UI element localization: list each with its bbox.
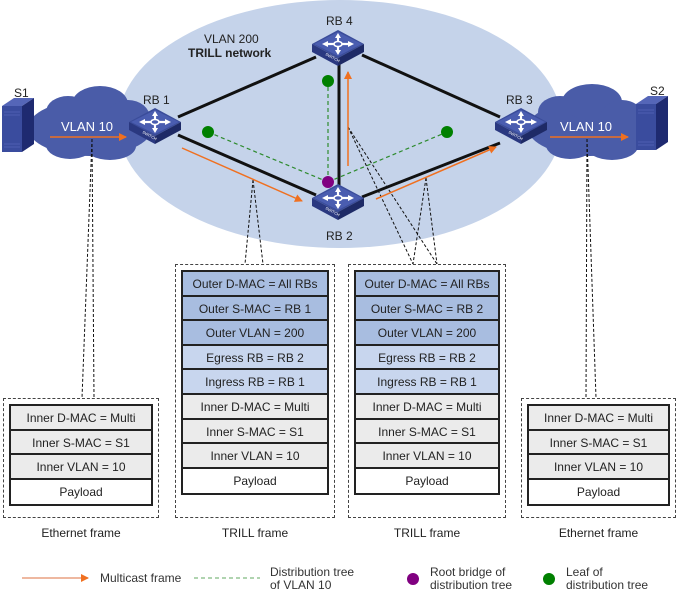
frame-row: Outer S-MAC = RB 2: [356, 296, 498, 322]
legend-root-line2: distribution tree: [430, 578, 513, 592]
frame-body: Inner D-MAC = Multi Inner S-MAC = S1 Inn…: [9, 404, 153, 507]
caption-trill-right: TRILL frame: [393, 526, 461, 540]
legend-root-line1: Root bridge of: [430, 565, 506, 579]
frame-row: Ingress RB = RB 1: [356, 370, 498, 395]
legend-leaf-dot: [543, 573, 555, 585]
cloud-right-label: VLAN 10: [560, 119, 612, 134]
frame-row: Inner S-MAC = S1: [529, 430, 668, 456]
multicast-arrow-rb2-rb3: [375, 146, 497, 200]
leaf-marker-rb4: [322, 75, 334, 87]
frame-row: Inner S-MAC = S1: [183, 419, 327, 445]
legend-tree-line2: of VLAN 10: [270, 578, 332, 592]
frame-ethernet-left: Inner D-MAC = Multi Inner S-MAC = S1 Inn…: [3, 398, 159, 518]
cloud-left-label: VLAN 10: [61, 119, 113, 134]
frame-trill-left: Outer D-MAC = All RBs Outer S-MAC = RB 1…: [175, 264, 335, 518]
frame-row: Outer D-MAC = All RBs: [183, 272, 327, 297]
frame-row: Payload: [11, 479, 151, 505]
server-icon-s2[interactable]: [635, 95, 669, 151]
legend-multicast-label: Multicast frame: [100, 571, 182, 585]
multicast-arrow-rb1-rb2: [181, 147, 303, 202]
legend-root-label: Root bridge of distribution tree: [430, 566, 512, 592]
frame-ethernet-right: Inner D-MAC = Multi Inner S-MAC = S1 Inn…: [521, 398, 676, 518]
frame-row: Egress RB = RB 2: [356, 345, 498, 371]
cloud-right: [528, 84, 652, 160]
link-rb1-rb2: [177, 133, 317, 197]
frame-row: Inner S-MAC = S1: [356, 419, 498, 445]
frame-body: Outer D-MAC = All RBs Outer S-MAC = RB 1…: [181, 270, 329, 496]
distribution-tree: [207, 81, 448, 183]
frame-body: Inner D-MAC = Multi Inner S-MAC = S1 Inn…: [527, 404, 670, 507]
legend-leaf-line2: distribution tree: [566, 578, 649, 592]
caption-ethernet-right: Ethernet frame: [558, 526, 639, 540]
frame-trill-right: Outer D-MAC = All RBs Outer S-MAC = RB 2…: [348, 264, 506, 518]
caption-ethernet-left: Ethernet frame: [41, 526, 121, 540]
legend-root-dot: [407, 573, 419, 585]
link-rb4-rb3: [361, 53, 501, 119]
frame-row: Inner S-MAC = S1: [11, 430, 151, 456]
frame-row: Outer S-MAC = RB 1: [183, 296, 327, 322]
legend-tree-line1: Distribution tree: [270, 565, 355, 579]
frame-row: Payload: [529, 479, 668, 505]
legend-leaf-label: Leaf of distribution tree: [566, 566, 648, 592]
server-icon-s1[interactable]: [1, 97, 35, 153]
frame-row: Payload: [183, 468, 327, 494]
frame-row: Inner VLAN = 10: [356, 444, 498, 469]
leaf-marker-rb3: [441, 126, 453, 138]
rb4-label: RB 4: [326, 14, 353, 28]
links: [177, 53, 501, 199]
callout-lines: [81, 126, 597, 399]
caption-trill-left: TRILL frame: [221, 526, 289, 540]
cloud-left: [28, 86, 152, 160]
legend-tree-label: Distribution tree of VLAN 10: [270, 566, 354, 592]
frame-row: Inner D-MAC = Multi: [356, 394, 498, 420]
frame-row: Outer VLAN = 200: [356, 321, 498, 346]
frame-row: Inner D-MAC = Multi: [529, 406, 668, 431]
leaf-marker-rb1: [202, 126, 214, 138]
rb1-label: RB 1: [143, 93, 170, 107]
vlan200-label: VLAN 200: [204, 32, 259, 46]
frame-row: Inner VLAN = 10: [11, 455, 151, 480]
frame-row: Outer VLAN = 200: [183, 321, 327, 346]
rb2-label: RB 2: [326, 229, 353, 243]
multicast-arrows: [50, 71, 629, 202]
root-marker-rb2: [322, 176, 334, 188]
link-rb1-rb4: [177, 55, 317, 119]
legend-leaf-line1: Leaf of: [566, 565, 603, 579]
frame-row: Inner VLAN = 10: [183, 444, 327, 469]
s2-label: S2: [650, 84, 665, 98]
frame-body: Outer D-MAC = All RBs Outer S-MAC = RB 2…: [354, 270, 500, 496]
frame-row: Inner D-MAC = Multi: [11, 406, 151, 431]
frame-row: Inner D-MAC = Multi: [183, 394, 327, 420]
frame-row: Egress RB = RB 2: [183, 345, 327, 371]
frame-row: Outer D-MAC = All RBs: [356, 272, 498, 297]
frame-row: Payload: [356, 468, 498, 494]
rb3-label: RB 3: [506, 93, 533, 107]
link-rb2-rb3: [361, 141, 501, 199]
trill-network-label: TRILL network: [188, 46, 271, 60]
frame-row: Ingress RB = RB 1: [183, 370, 327, 395]
frame-row: Inner VLAN = 10: [529, 455, 668, 480]
s1-label: S1: [14, 86, 29, 100]
